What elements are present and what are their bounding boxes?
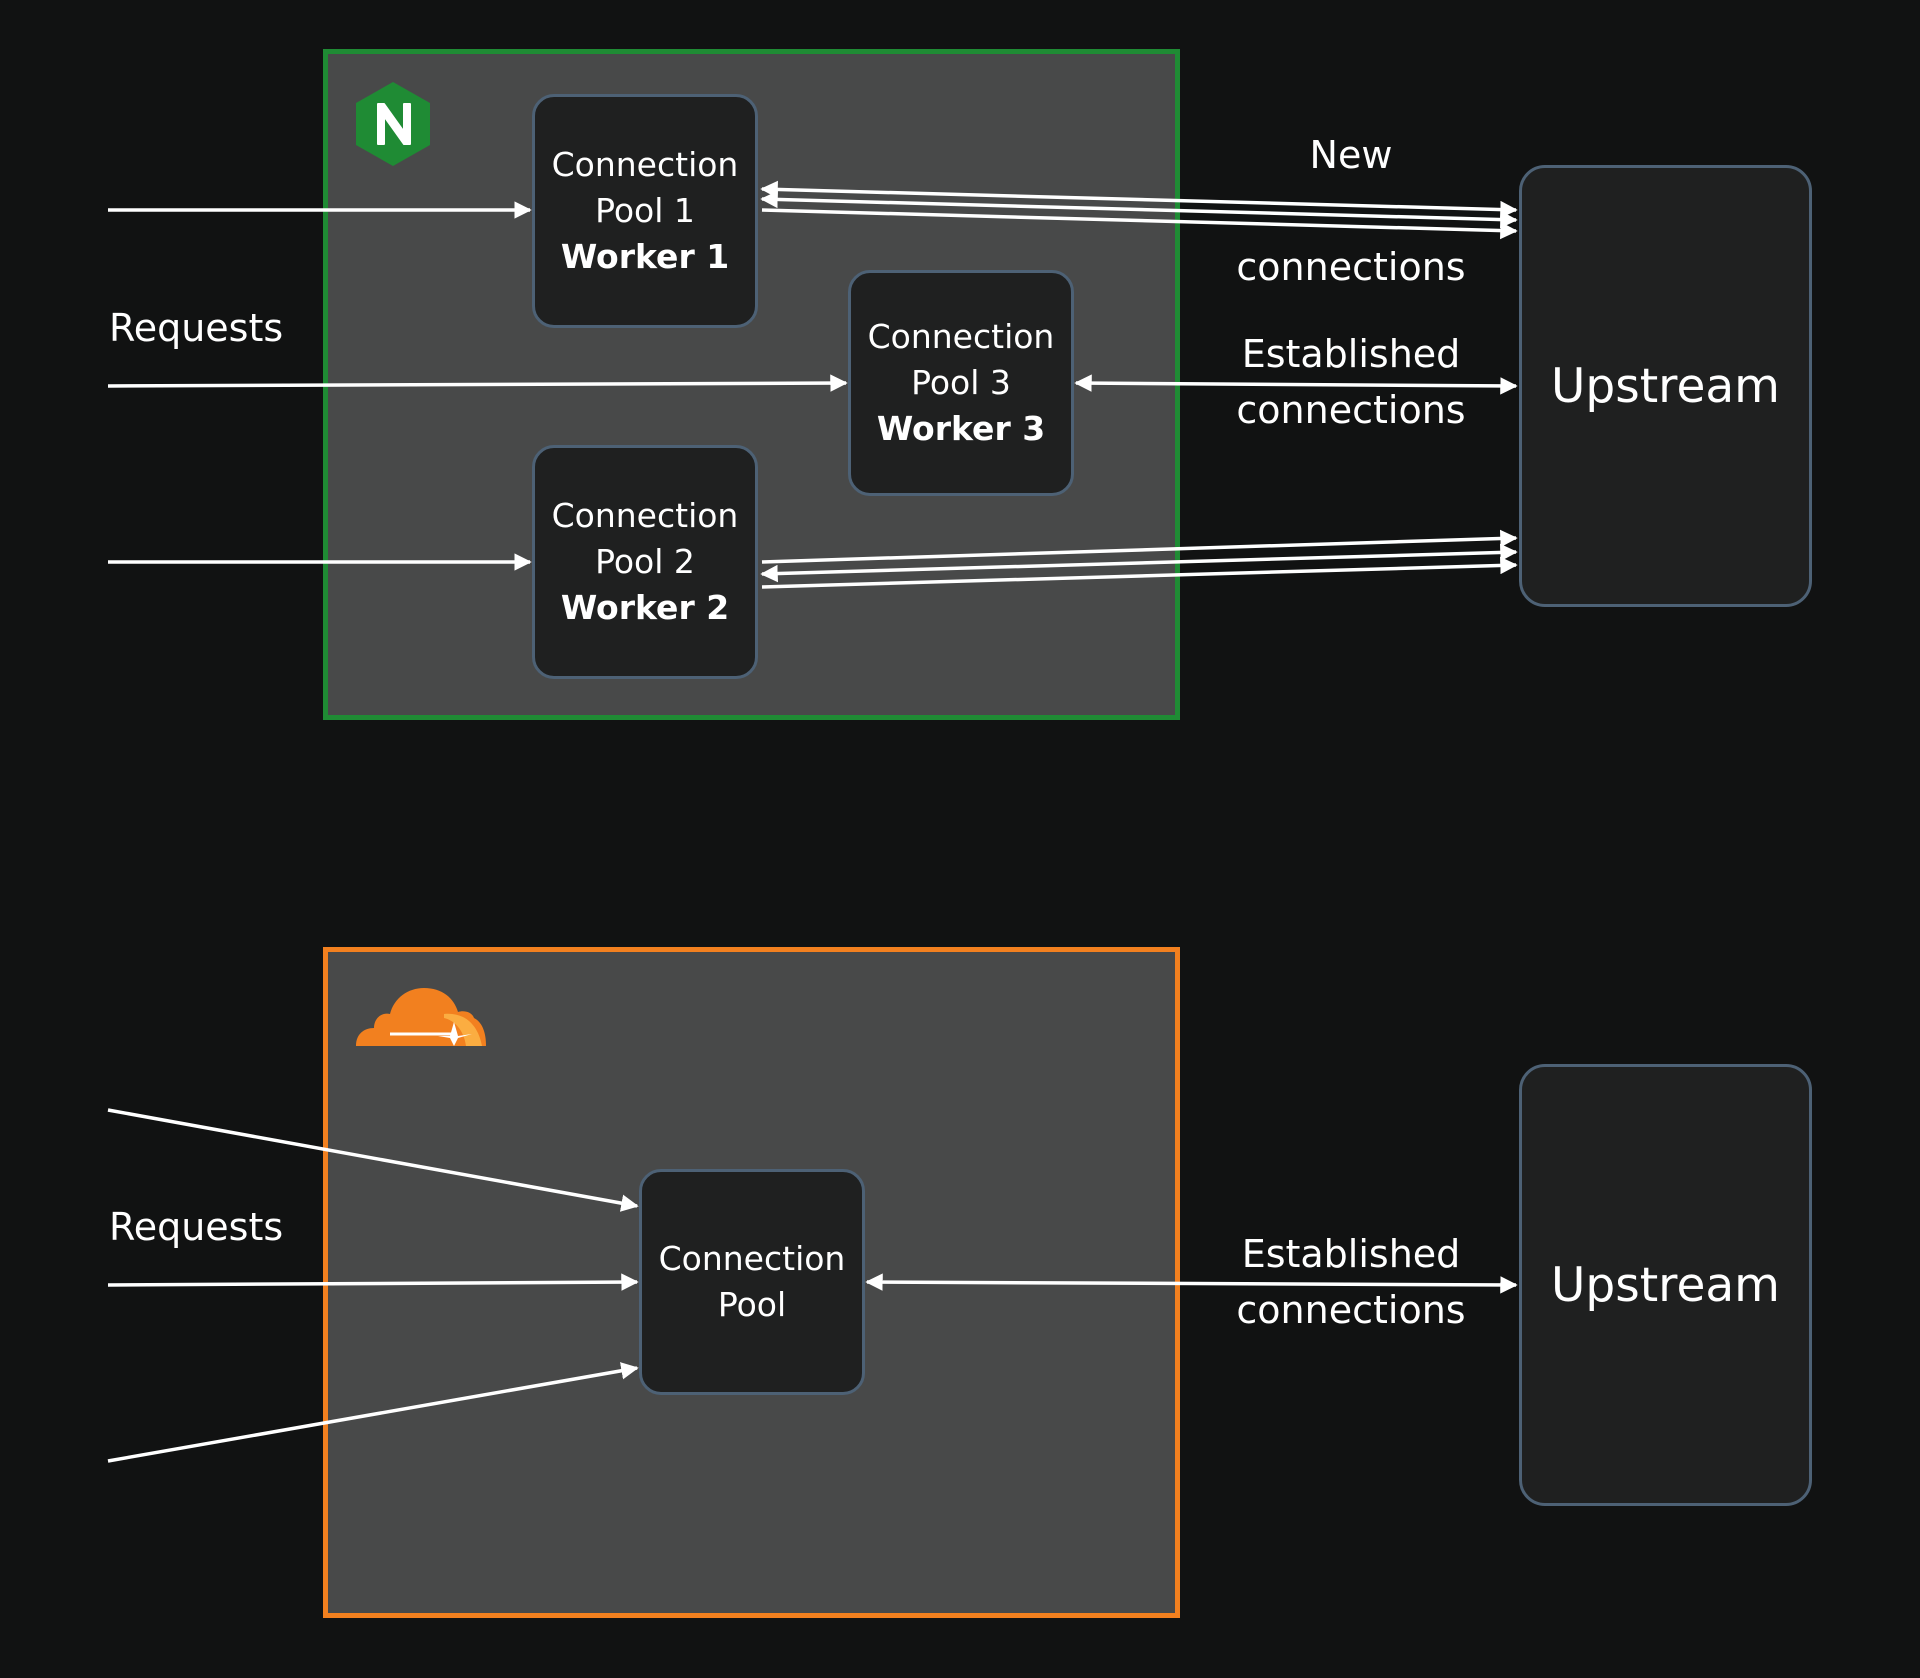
new-connections-label: connections [1236,245,1466,289]
pool-2-line1: Connection [551,496,739,535]
cf-request-arrow-1 [107,1108,639,1212]
cloudflare-established-label: Established [1241,1232,1461,1276]
nginx-established-label: Established [1241,332,1461,376]
pool1-connection-2 [760,190,1518,229]
pool-line1: Connection [658,1239,846,1278]
cf-pool-connection [865,1273,1518,1294]
pool-1-line2: Pool 1 [595,191,695,230]
connection-pool-2: Connection Pool 2 Worker 2 [532,445,758,679]
request-arrow-3 [107,374,848,392]
pool1-connection-3 [761,208,1518,240]
pool-3-line2: Pool 3 [911,363,1011,402]
cf-request-arrow-3 [107,1362,639,1463]
connection-pool-1: Connection Pool 1 Worker 1 [532,94,758,328]
cloudflare-upstream-label: Upstream [1551,1257,1780,1313]
worker-1-label: Worker 1 [560,237,730,276]
new-label: New [1309,133,1393,177]
nginx-logo-icon [356,82,430,166]
pool1-connection-1 [760,180,1518,219]
nginx-established-connections-label: connections [1236,388,1466,432]
connection-pool: Connection Pool [639,1169,865,1395]
cf-request-arrow-2 [107,1273,639,1291]
worker-2-label: Worker 2 [560,588,730,627]
nginx-upstream-box: Upstream [1519,165,1812,607]
pool2-connection-1 [761,529,1518,564]
pool-3-line1: Connection [867,317,1055,356]
connection-pool-3: Connection Pool 3 Worker 3 [848,270,1074,496]
nginx-upstream-label: Upstream [1551,358,1780,414]
nginx-requests-label: Requests [109,306,284,350]
cloudflare-upstream-box: Upstream [1519,1064,1812,1506]
pool-2-line2: Pool 2 [595,542,695,581]
pool2-connection-2 [760,543,1518,583]
worker-3-label: Worker 3 [876,409,1046,448]
pool-line2: Pool [717,1285,787,1324]
cloudflare-logo-icon [356,988,486,1046]
cloudflare-requests-label: Requests [109,1205,284,1249]
pool3-connection [1074,374,1518,395]
pool2-connection-3 [761,556,1518,589]
cloudflare-established-connections-label: connections [1236,1288,1466,1332]
pool-1-line1: Connection [551,145,739,184]
